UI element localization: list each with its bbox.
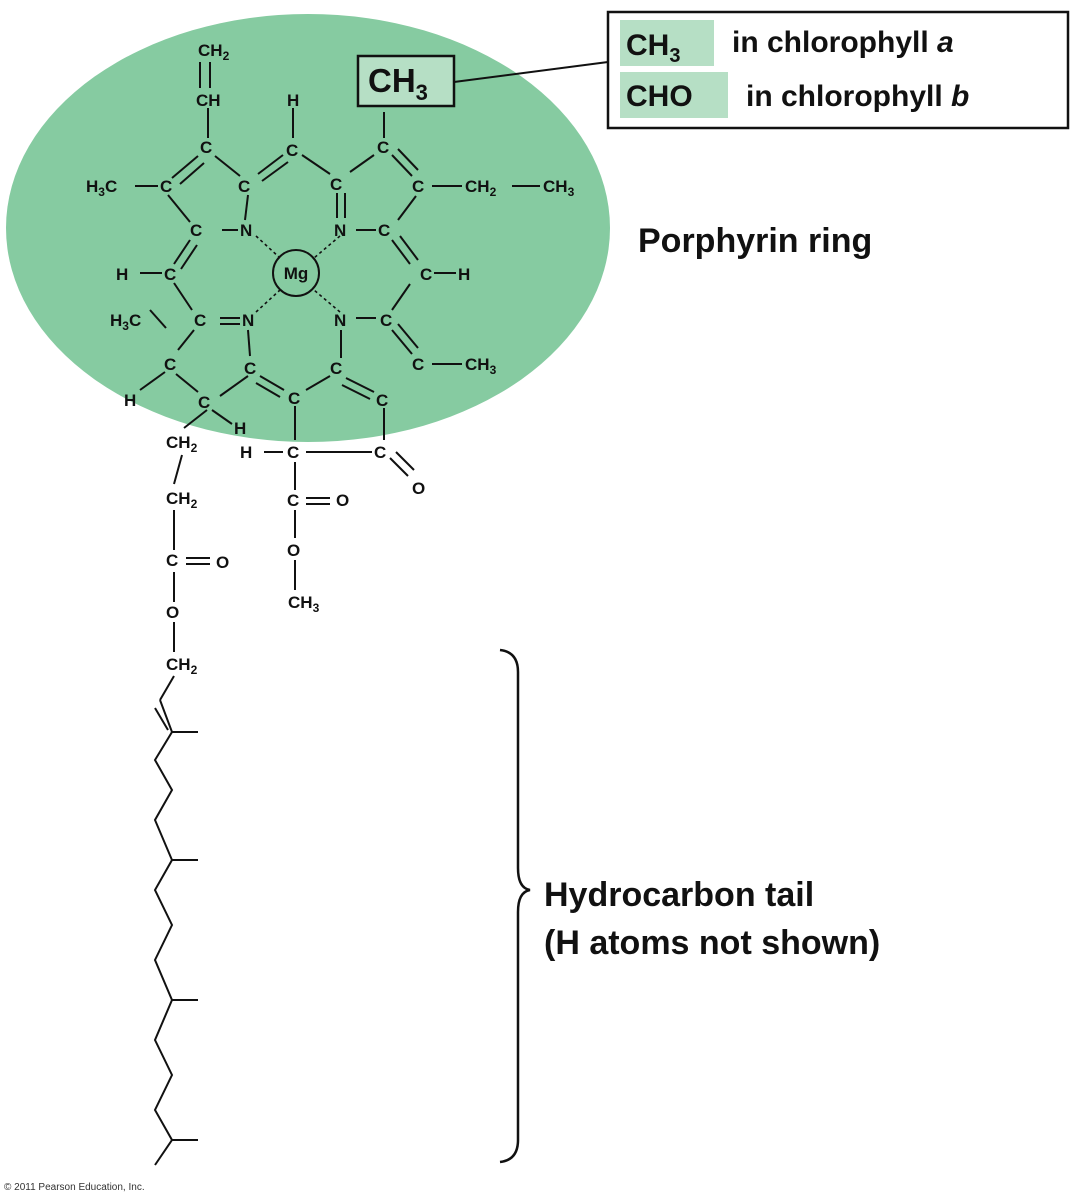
svg-text:H3C: H3C: [86, 177, 117, 199]
svg-text:C: C: [420, 265, 432, 284]
svg-text:H: H: [116, 265, 128, 284]
callout-row-b-text: in chlorophyll: [746, 80, 943, 113]
hydrocarbon-tail-brace: [499, 648, 531, 1164]
callout-row-b-group: CHO: [626, 80, 693, 113]
hydrocarbon-tail-label: Hydrocarbon tail: [544, 876, 814, 914]
atom-labels: CH2 CH C H3C C C C N H C C C C CH2 CH3 N…: [86, 41, 575, 677]
svg-text:CH3: CH3: [465, 355, 497, 377]
svg-text:in chlorophyll a: in chlorophyll a: [732, 26, 954, 59]
svg-text:O: O: [166, 603, 179, 622]
callout-row-a-subscript: 3: [669, 45, 680, 67]
callout-row-a-letter: a: [937, 26, 954, 59]
svg-text:C: C: [377, 138, 389, 157]
svg-text:H: H: [240, 443, 252, 462]
svg-text:C: C: [330, 175, 342, 194]
mg-label: Mg: [284, 264, 309, 283]
svg-text:C: C: [190, 221, 202, 240]
porphyrin-ring-label: Porphyrin ring: [638, 222, 872, 260]
svg-text:O: O: [287, 541, 300, 560]
svg-text:C: C: [198, 393, 210, 412]
porphyrin-ring-highlight: [6, 14, 610, 442]
svg-text:C: C: [287, 443, 299, 462]
mg-circle: [272, 249, 320, 297]
svg-text:C: C: [374, 443, 386, 462]
svg-text:C: C: [194, 311, 206, 330]
ring-bonds: [135, 62, 540, 701]
svg-text:C: C: [288, 389, 300, 408]
inset-group-label: CH: [368, 62, 416, 99]
svg-text:CH2: CH2: [166, 489, 198, 511]
svg-text:N: N: [334, 221, 346, 240]
callout-row-a-group: CH: [626, 29, 669, 62]
svg-text:H: H: [234, 419, 246, 438]
svg-text:H: H: [124, 391, 136, 410]
substituent-inset: CH3: [356, 54, 609, 108]
hydrocarbon-tail: [153, 699, 198, 1166]
svg-text:H3C: H3C: [110, 311, 141, 333]
svg-text:CH2: CH2: [198, 41, 230, 63]
svg-text:CH3: CH3: [543, 177, 575, 199]
svg-text:CH3: CH3: [626, 29, 680, 67]
svg-text:C: C: [412, 177, 424, 196]
svg-text:CH: CH: [196, 91, 221, 110]
svg-text:C: C: [380, 311, 392, 330]
svg-text:H: H: [458, 265, 470, 284]
callout-row-b-letter: b: [951, 80, 969, 113]
svg-text:C: C: [287, 491, 299, 510]
svg-text:N: N: [240, 221, 252, 240]
svg-text:H: H: [287, 91, 299, 110]
svg-text:C: C: [238, 177, 250, 196]
svg-text:CH2: CH2: [166, 433, 198, 455]
svg-text:C: C: [200, 138, 212, 157]
svg-text:O: O: [216, 553, 229, 572]
callout-box: CH3 in chlorophyll a CHO in chlorophyll …: [606, 10, 1070, 130]
svg-text:C: C: [330, 359, 342, 378]
svg-text:C: C: [244, 359, 256, 378]
svg-text:CH2: CH2: [166, 655, 198, 677]
svg-text:C: C: [286, 141, 298, 160]
svg-text:CH3: CH3: [288, 593, 320, 615]
svg-text:CH2: CH2: [465, 177, 497, 199]
copyright-notice: © 2011 Pearson Education, Inc.: [4, 1182, 145, 1193]
svg-text:C: C: [412, 355, 424, 374]
callout-row-a-text: in chlorophyll: [732, 26, 929, 59]
svg-text:C: C: [164, 265, 176, 284]
svg-text:C: C: [164, 355, 176, 374]
svg-text:C: C: [160, 177, 172, 196]
svg-text:C: C: [376, 391, 388, 410]
svg-text:O: O: [412, 479, 425, 498]
svg-text:N: N: [334, 311, 346, 330]
svg-text:N: N: [242, 311, 254, 330]
svg-text:in chlorophyll b: in chlorophyll b: [746, 80, 969, 113]
mg-coordination-bonds: [255, 235, 341, 313]
svg-text:CH3: CH3: [368, 62, 428, 105]
inset-group-subscript: 3: [416, 80, 428, 105]
svg-text:O: O: [336, 491, 349, 510]
hydrocarbon-tail-note: (H atoms not shown): [544, 924, 880, 962]
svg-text:C: C: [166, 551, 178, 570]
svg-text:C: C: [378, 221, 390, 240]
